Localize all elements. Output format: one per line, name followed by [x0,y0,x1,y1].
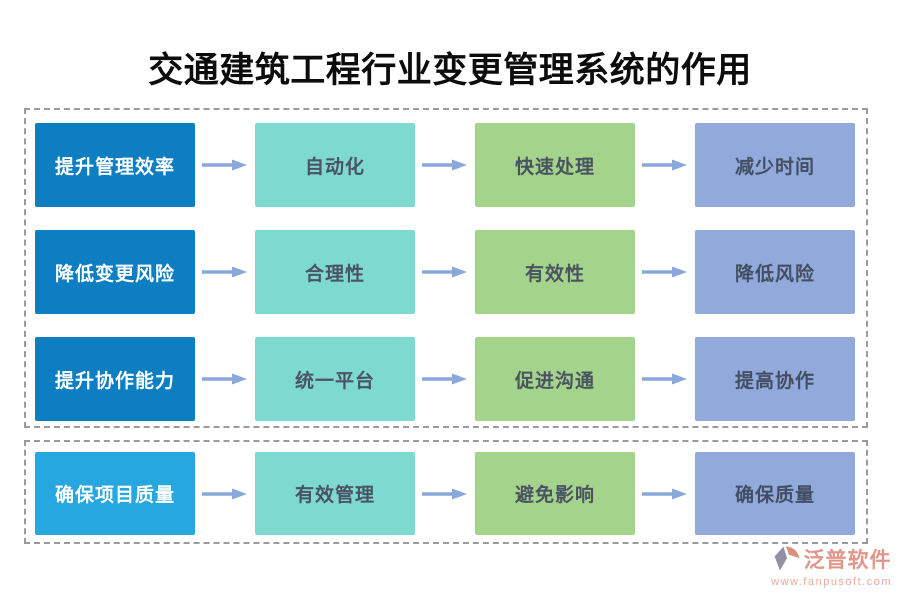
arrow-right-icon [642,488,687,499]
step-box: 合理性 [255,230,415,314]
flow-row-2: 降低变更风险 合理性 有效性 降低风险 [26,230,866,314]
result-box-label: 提高协作 [734,370,815,392]
flow-arrow [195,372,255,386]
arrow-right-icon [422,373,467,385]
result-box-label: 降低风险 [734,263,815,285]
arrow-right-icon [202,159,247,171]
stage-box: 确保项目质量 [35,452,195,535]
flow-arrow [415,265,475,279]
stage-box: 降低变更风险 [35,230,195,314]
arrow-right-icon [202,488,247,499]
flow-row-3: 提升协作能力 统一平台 促进沟通 提高协作 [26,337,866,421]
arrow-right-icon [422,266,467,278]
flow-arrow [635,487,695,501]
step-box: 促进沟通 [475,337,635,421]
step-box-label: 有效性 [524,263,585,285]
result-box-label: 减少时间 [734,156,815,178]
brand-name: 泛普软件 [803,549,892,572]
step-box-label: 统一平台 [294,370,375,392]
arrow-right-icon [422,159,467,171]
result-box: 提高协作 [695,337,855,421]
step-box-label: 快速处理 [514,156,595,178]
step-box: 有效性 [475,230,635,314]
step-box-label: 促进沟通 [514,370,595,392]
step-box: 统一平台 [255,337,415,421]
stage-box-label: 提升管理效率 [54,156,175,178]
step-box-label: 合理性 [304,263,365,285]
arrow-right-icon [642,373,687,385]
stage-box: 提升协作能力 [35,337,195,421]
flow-arrow [635,372,695,386]
flow-arrow [415,372,475,386]
result-box-label: 确保质量 [734,485,815,506]
step-box: 快速处理 [475,123,635,207]
result-box: 减少时间 [695,123,855,207]
flow-arrow [415,487,475,501]
page-title: 交通建筑工程行业变更管理系统的作用 [148,51,752,90]
step-box-label: 有效管理 [294,485,375,506]
flow-arrow [195,487,255,501]
dashed-group-1: 提升管理效率 自动化 快速处理 减少时间 降低变更风险 [24,108,868,428]
flow-arrow [195,265,255,279]
arrow-right-icon [202,266,247,278]
stage-box-label: 确保项目质量 [54,485,175,506]
step-box: 自动化 [255,123,415,207]
stage-box-label: 提升协作能力 [54,370,175,392]
brand-url: www.fanpusoft.com [771,576,892,588]
step-box-label: 避免影响 [514,485,595,506]
flow-arrow [635,158,695,172]
flow-row-4: 确保项目质量 有效管理 避免影响 确保质量 [26,452,866,535]
step-box: 避免影响 [475,452,635,535]
dashed-group-2: 确保项目质量 有效管理 避免影响 确保质量 [24,440,868,544]
arrow-right-icon [642,159,687,171]
result-box: 确保质量 [695,452,855,535]
arrow-right-icon [642,266,687,278]
flow-row-1: 提升管理效率 自动化 快速处理 减少时间 [26,123,866,207]
brand-watermark: 泛普软件 www.fanpusoft.com [771,543,892,588]
flow-arrow [415,158,475,172]
brand-watermark-top: 泛普软件 [772,543,892,575]
stage-box-label: 降低变更风险 [54,263,175,285]
arrow-right-icon [422,488,467,499]
flow-arrow [195,158,255,172]
step-box: 有效管理 [255,452,415,535]
step-box-label: 自动化 [304,156,365,178]
stage-box: 提升管理效率 [35,123,195,207]
arrow-right-icon [202,373,247,385]
fanpusoft-logo-icon [774,546,799,571]
flow-arrow [635,265,695,279]
result-box: 降低风险 [695,230,855,314]
